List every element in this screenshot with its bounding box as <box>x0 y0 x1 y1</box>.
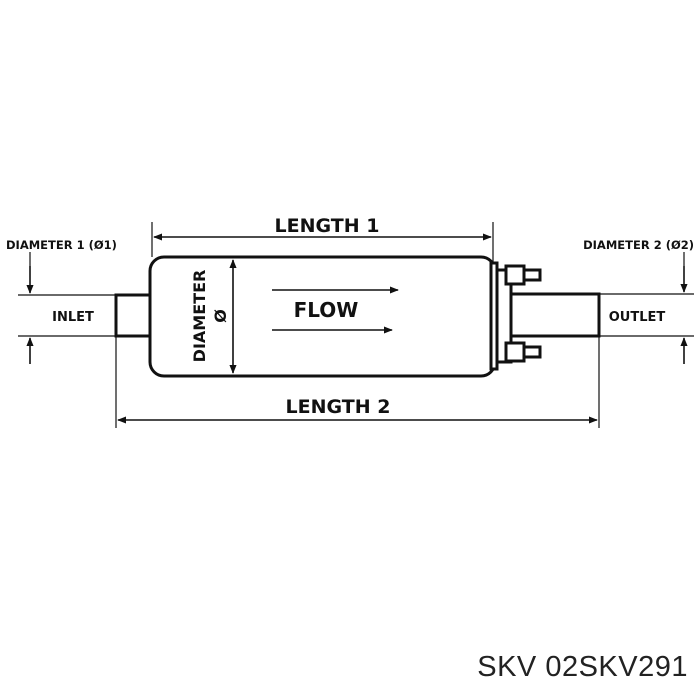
inlet-tube <box>114 293 150 338</box>
outlet-label: OUTLET <box>609 310 666 325</box>
extension-lines <box>18 222 694 428</box>
terminal-top-pin <box>522 268 542 282</box>
body-diameter-label: DIAMETER <box>190 270 209 363</box>
terminal-top-base <box>504 264 526 286</box>
brand-name: SKV <box>477 651 537 683</box>
outlet-tube <box>509 292 601 338</box>
body-diameter-symbol: Ø <box>211 309 230 323</box>
flow-label: FLOW <box>294 298 359 322</box>
inlet-label: INLET <box>52 310 94 325</box>
dimension-arrows <box>26 233 688 424</box>
length1-label: LENGTH 1 <box>275 215 380 237</box>
terminal-bottom-base <box>504 341 526 363</box>
length2-label: LENGTH 2 <box>286 396 391 418</box>
diameter1-label: DIAMETER 1 (Ø1) <box>6 238 117 252</box>
part-number: 02SKV291 <box>545 651 688 683</box>
diameter2-label: DIAMETER 2 (Ø2) <box>583 238 694 252</box>
terminal-bottom-pin <box>522 345 542 359</box>
pump-outline <box>114 255 601 378</box>
product-caption: SKV 02SKV291 <box>477 651 688 684</box>
